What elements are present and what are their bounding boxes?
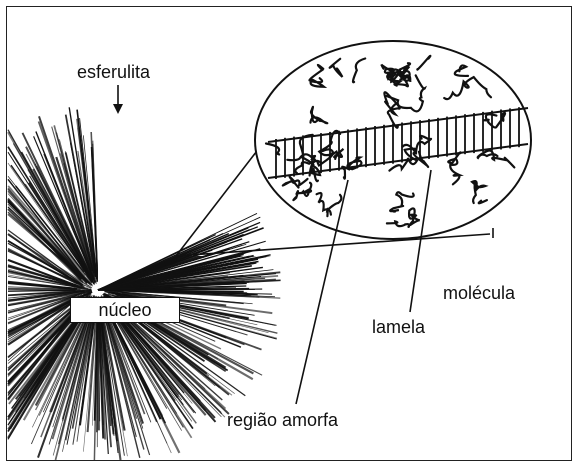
molecule-label: molécula <box>443 284 515 302</box>
amorphous-region-label: região amorfa <box>227 411 338 429</box>
nucleus-label: núcleo <box>70 297 180 323</box>
spherulite-label: esferulita <box>77 63 150 81</box>
magnified-structure-ellipse <box>255 41 531 239</box>
lamella-label: lamela <box>372 318 425 336</box>
